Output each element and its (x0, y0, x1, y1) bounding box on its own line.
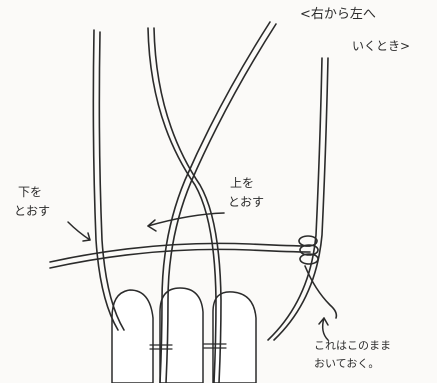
cord-horizontal-bottom (50, 249, 310, 268)
label-under-line-1: 下を (18, 186, 42, 200)
label-under-line-2: とおす (14, 205, 50, 219)
cord-tail (305, 266, 336, 318)
arrow-under (68, 222, 90, 240)
cord-right-b (274, 58, 328, 340)
header-line-1: <右から左へ (300, 8, 376, 23)
cord-outer-left-a (93, 30, 118, 330)
finger-left (112, 290, 153, 383)
header-line-2: いくとき> (352, 40, 410, 54)
cord-outer-left-b (99, 32, 124, 330)
cord-right-a (268, 58, 322, 340)
note-line-1: これはこのまま (314, 340, 391, 353)
label-over-line-1: 上を (230, 177, 254, 191)
cord-horizontal-top (50, 243, 310, 262)
note-line-2: おいておく。 (314, 358, 379, 371)
label-over-line-2: とおす (228, 196, 264, 210)
